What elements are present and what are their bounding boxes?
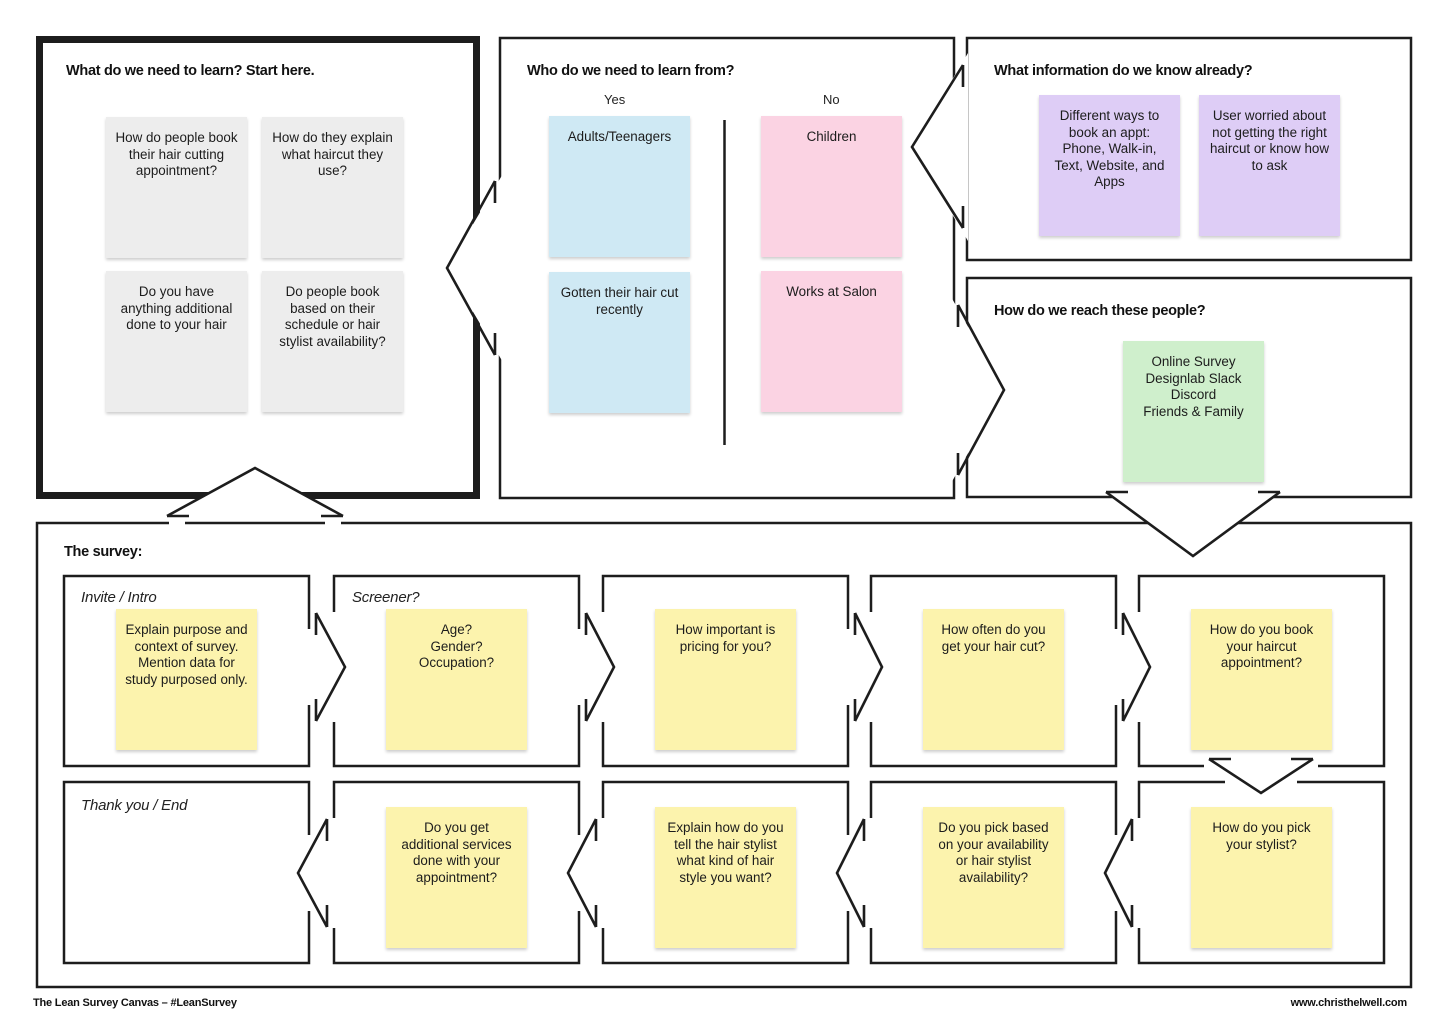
sticky-note-pick-stylist[interactable]: How do you pick your stylist? bbox=[1191, 807, 1332, 948]
title-what-learn: What do we need to learn? Start here. bbox=[66, 63, 315, 79]
sticky-note-learn-2[interactable]: How do they explain what haircut they us… bbox=[262, 117, 403, 258]
label-screener: Screener? bbox=[352, 589, 420, 606]
title-know-already: What information do we know already? bbox=[994, 63, 1253, 79]
sticky-note-yes-1[interactable]: Adults/Teenagers bbox=[549, 116, 690, 257]
label-thank-you: Thank you / End bbox=[81, 797, 188, 814]
title-survey: The survey: bbox=[64, 544, 143, 560]
sticky-note-pricing[interactable]: How important is pricing for you? bbox=[655, 609, 796, 750]
title-reach-people: How do we reach these people? bbox=[994, 303, 1206, 319]
footer-canvas-name: The Lean Survey Canvas – #LeanSurvey bbox=[33, 997, 237, 1009]
arrow-pickavail-to-tell bbox=[835, 818, 866, 928]
sticky-note-no-2[interactable]: Works at Salon bbox=[761, 271, 902, 412]
sticky-note-reach[interactable]: Online Survey Designlab Slack Discord Fr… bbox=[1123, 341, 1264, 482]
arrow-invite-to-screener bbox=[314, 612, 347, 722]
sticky-note-no-1[interactable]: Children bbox=[761, 116, 902, 257]
sticky-note-how-book[interactable]: How do you book your haircut appointment… bbox=[1191, 609, 1332, 750]
title-who-learn-from: Who do we need to learn from? bbox=[527, 63, 735, 79]
arrow-who-to-reach bbox=[956, 304, 1006, 476]
label-invite-intro: Invite / Intro bbox=[81, 589, 157, 606]
sticky-note-how-often[interactable]: How often do you get your hair cut? bbox=[923, 609, 1064, 750]
sticky-note-additional[interactable]: Do you get additional services done with… bbox=[386, 807, 527, 948]
arrow-who-to-learn bbox=[445, 180, 497, 356]
arrow-book-to-pick-stylist bbox=[1208, 757, 1314, 795]
arrow-know-to-who bbox=[910, 64, 965, 229]
arrow-additional-to-thankyou bbox=[296, 818, 329, 928]
arrow-reach-to-survey bbox=[1105, 490, 1281, 558]
sticky-note-pick-availability[interactable]: Do you pick based on your availability o… bbox=[923, 807, 1064, 948]
no-column-label: No bbox=[823, 92, 840, 107]
sticky-note-learn-4[interactable]: Do people book based on their schedule o… bbox=[262, 271, 403, 412]
arrow-often-to-book bbox=[1121, 612, 1152, 722]
arrow-survey-to-learn bbox=[166, 466, 344, 518]
sticky-note-tell-stylist[interactable]: Explain how do you tell the hair stylist… bbox=[655, 807, 796, 948]
box-who-learn-from bbox=[498, 36, 956, 500]
sticky-note-yes-2[interactable]: Gotten their hair cut recently bbox=[549, 272, 690, 413]
sticky-note-learn-3[interactable]: Do you have anything additional done to … bbox=[106, 271, 247, 412]
sticky-note-screener[interactable]: Age? Gender? Occupation? bbox=[386, 609, 527, 750]
sticky-note-invite[interactable]: Explain purpose and context of survey. M… bbox=[116, 609, 257, 750]
yes-column-label: Yes bbox=[604, 92, 626, 107]
arrow-tell-to-additional bbox=[566, 818, 598, 928]
footer-website: www.christhelwell.com bbox=[1290, 997, 1408, 1009]
arrow-pricing-to-often bbox=[853, 612, 884, 722]
sticky-note-know-2[interactable]: User worried about not getting the right… bbox=[1199, 95, 1340, 236]
arrow-pickstylist-to-pickavail bbox=[1103, 818, 1134, 928]
sticky-note-know-1[interactable]: Different ways to book an appt: Phone, W… bbox=[1039, 95, 1180, 236]
box-what-learn bbox=[36, 36, 480, 499]
sticky-note-learn-1[interactable]: How do people book their hair cutting ap… bbox=[106, 117, 247, 258]
arrow-screener-to-pricing bbox=[584, 612, 616, 722]
